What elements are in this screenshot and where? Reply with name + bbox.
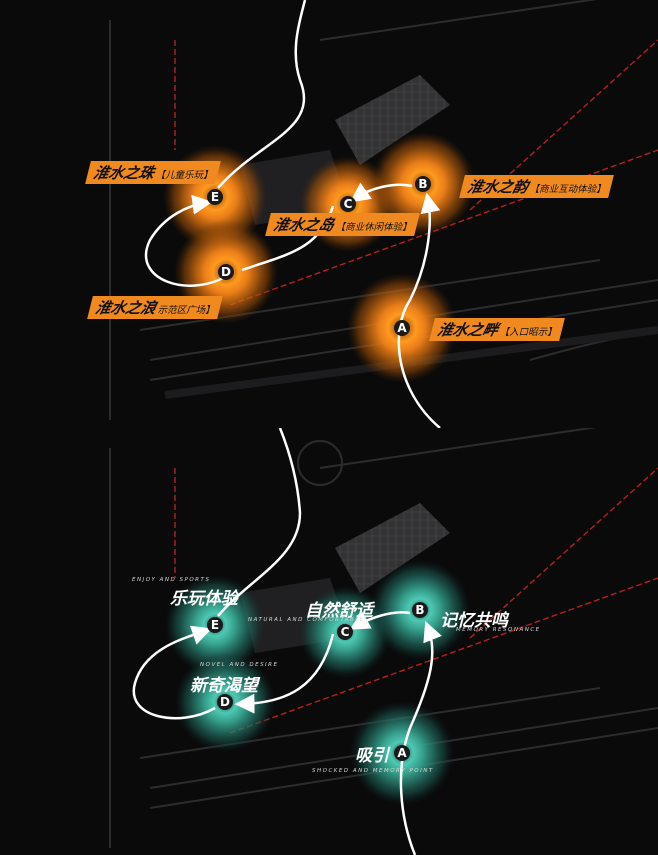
label-a-title: 吸引 [355,746,389,766]
label-c-sub: 【商业休闲体验】 [334,222,414,233]
label-e-title: 淮水之珠 [91,164,157,182]
node-d: D [218,264,234,280]
svg-text:B: B [415,603,424,617]
svg-text:C: C [344,197,353,211]
label-c-title: 自然舒适 [305,601,373,621]
label-e-title: 乐玩体验 [170,589,238,609]
svg-text:B: B [418,177,427,191]
node-b: B [412,602,428,618]
label-a-en: SHOCKED AND MEMORY POINT [312,768,434,774]
svg-text:A: A [397,321,407,335]
node-e: E [207,189,223,205]
label-d-title: 新奇渴望 [190,676,258,696]
label-a-sub: 【入口昭示】 [498,327,559,338]
label-b-sub: 【商业互动体验】 [528,184,608,195]
label-c-en: NATURAL AND COMFORTABLE [248,617,365,623]
label-b-title: 记忆共鸣 [440,611,508,631]
node-d: D [217,694,233,710]
node-b: B [415,176,431,192]
teal-emotion-map: A B C D E ENJOY AND SPORTS 乐玩体验 自然舒适 NAT… [0,428,658,855]
site-plan-map-emotion: A B C D E [109,428,658,855]
svg-text:D: D [220,695,230,709]
svg-text:A: A [397,746,407,760]
node-a: A [394,745,410,761]
label-d: 淮水之浪 示范区广场】 [87,296,223,319]
node-e: E [207,617,223,633]
label-b-en: MEMORY RESONANCE [456,627,541,633]
label-d-en: NOVEL AND DESIRE [200,662,279,668]
node-c: C [340,196,356,212]
label-e-en: ENJOY AND SPORTS [132,577,211,583]
label-e: 淮水之珠 【儿童乐玩】 [85,161,221,184]
label-a-title: 淮水之畔 [435,321,501,339]
label-b-title: 淮水之韵 [465,178,531,196]
svg-text:E: E [211,190,219,204]
label-d-sub: 示范区广场】 [156,305,217,316]
orange-experience-map: A B C D E 淮水之珠 【儿童乐玩】 淮水之韵 【商业互动体验】 淮水之岛… [0,0,658,428]
svg-text:E: E [211,618,219,632]
label-e-sub: 【儿童乐玩】 [154,170,215,181]
svg-text:C: C [341,625,350,639]
label-d-title: 淮水之浪 [93,299,159,317]
node-a: A [394,320,410,336]
label-c: 淮水之岛 【商业休闲体验】 [265,213,420,236]
label-c-title: 淮水之岛 [271,216,337,234]
svg-text:D: D [221,265,231,279]
label-b: 淮水之韵 【商业互动体验】 [459,175,614,198]
label-a: 淮水之畔 【入口昭示】 [429,318,565,341]
node-c: C [337,624,353,640]
